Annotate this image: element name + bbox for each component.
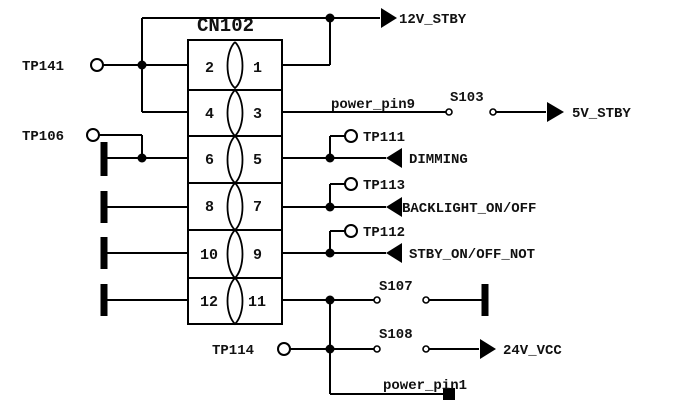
- switch-contact: [422, 345, 430, 353]
- net-power-pin9: power_pin9: [331, 97, 415, 113]
- pin-number: 4: [205, 106, 214, 123]
- pin-number: 12: [200, 294, 218, 311]
- net-5v-stby: 5V_STBY: [572, 106, 631, 122]
- net-24v-vcc: 24V_VCC: [503, 343, 562, 359]
- power-port-arrow: [547, 102, 564, 122]
- switch-contact: [422, 296, 430, 304]
- test-point-tp141: [90, 58, 104, 72]
- switch-contact: [373, 345, 381, 353]
- junction-dot: [325, 344, 335, 354]
- connector-cn102: [187, 39, 283, 326]
- switch-s103: S103: [450, 90, 484, 106]
- net-stby-on-off-not: STBY_ON/OFF_NOT: [409, 247, 535, 263]
- net-dimming: DIMMING: [409, 152, 468, 168]
- pin-number: 6: [205, 152, 214, 169]
- input-port-arrow: [386, 197, 402, 217]
- test-point-tp106: [86, 128, 100, 142]
- pin-number: 1: [253, 60, 262, 77]
- tp141-label: TP141: [22, 59, 64, 75]
- test-point-tp112: [344, 224, 358, 238]
- pin-number: 11: [248, 294, 266, 311]
- tp114-label: TP114: [212, 343, 254, 359]
- tp111-label: TP111: [363, 130, 405, 146]
- switch-contact: [373, 296, 381, 304]
- junction-dot: [325, 13, 335, 23]
- net-backlight-on-off: BACKLIGHT_ON/OFF: [402, 201, 536, 217]
- pin-number: 2: [205, 60, 214, 77]
- tp113-label: TP113: [363, 178, 405, 194]
- net-port-square: [443, 388, 455, 400]
- test-point-tp114: [277, 342, 291, 356]
- connector-title: CN102: [197, 15, 254, 37]
- net-power-pin1: power_pin1: [383, 378, 467, 394]
- pin-number: 8: [205, 199, 214, 216]
- switch-s107: S107: [379, 279, 413, 295]
- switch-contact: [489, 108, 497, 116]
- pin-number: 10: [200, 247, 218, 264]
- input-port-arrow: [386, 148, 402, 168]
- switch-contact: [445, 108, 453, 116]
- switch-s108: S108: [379, 327, 413, 343]
- input-port-arrow: [386, 243, 402, 263]
- power-port-arrow: [480, 339, 496, 359]
- pin-number: 3: [253, 106, 262, 123]
- pin-number: 7: [253, 199, 262, 216]
- tp106-label: TP106: [22, 129, 64, 145]
- test-point-tp111: [344, 129, 358, 143]
- test-point-tp113: [344, 177, 358, 191]
- pin-number: 9: [253, 247, 262, 264]
- tp112-label: TP112: [363, 225, 405, 241]
- net-12v-stby: 12V_STBY: [399, 12, 467, 28]
- power-port-arrow: [381, 8, 397, 28]
- pin-number: 5: [253, 152, 262, 169]
